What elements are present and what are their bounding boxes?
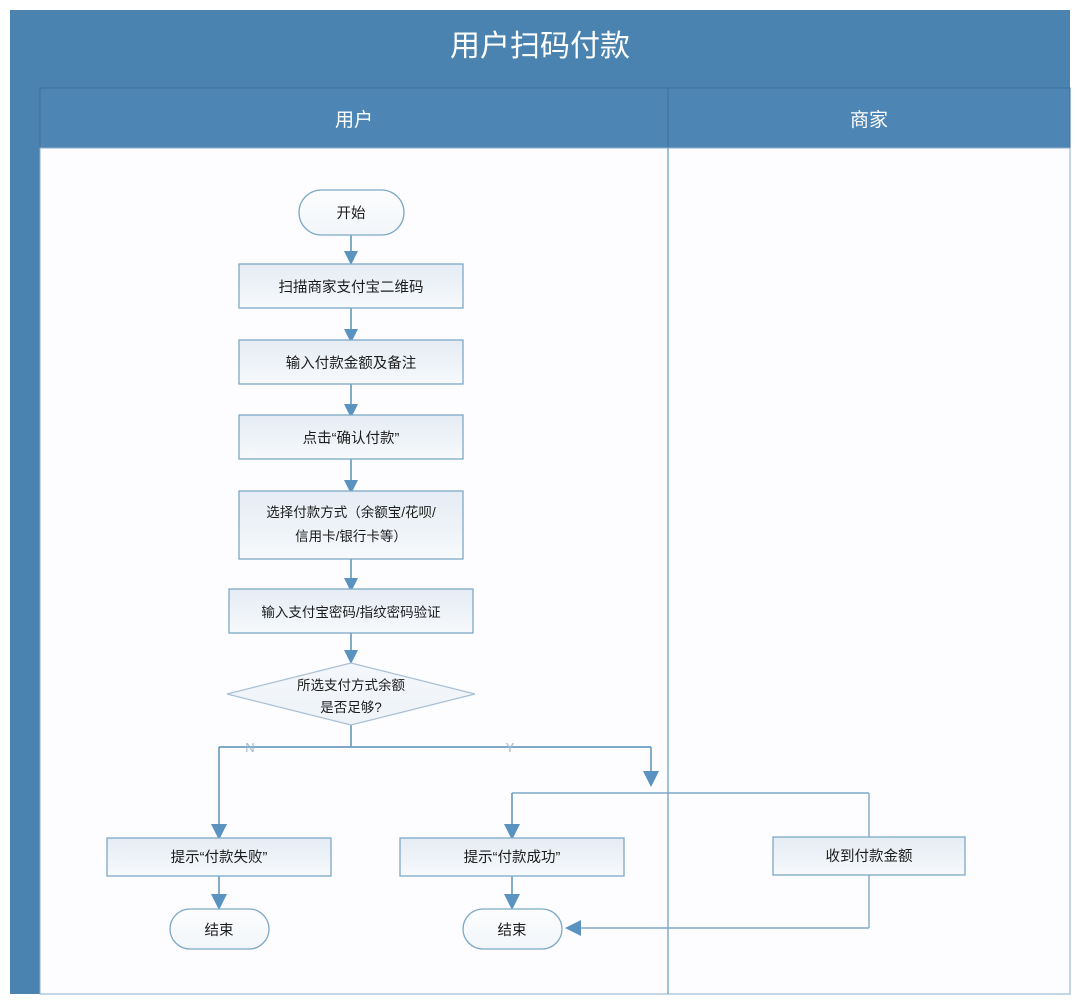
lane-label-merchant: 商家 bbox=[850, 109, 888, 131]
node-balance-decision-label-line1: 所选支付方式余额 bbox=[297, 677, 405, 693]
connector-decision-split bbox=[211, 725, 659, 840]
node-payment-failed-label: 提示“付款失败” bbox=[171, 849, 268, 866]
node-start-label: 开始 bbox=[337, 205, 366, 222]
node-scan-qr[interactable]: 扫描商家支付宝二维码 bbox=[238, 263, 464, 309]
connector-success-to-end bbox=[504, 876, 520, 910]
connector-method-to-password bbox=[344, 559, 358, 592]
node-end-fail[interactable]: 结束 bbox=[169, 908, 270, 950]
node-payment-success[interactable]: 提示“付款成功” bbox=[399, 837, 625, 877]
connector-password-to-decision bbox=[344, 632, 358, 664]
node-choose-method-label-line2: 信用卡/银行卡等） bbox=[295, 528, 407, 544]
node-end-fail-label: 结束 bbox=[205, 922, 234, 939]
diagram-title-bar bbox=[10, 10, 1070, 88]
lane-header-user bbox=[39, 87, 669, 149]
page-title: 用户扫码付款 bbox=[450, 30, 630, 63]
node-confirm-payment-label: 点击“确认付款” bbox=[303, 430, 400, 447]
node-start[interactable]: 开始 bbox=[298, 189, 405, 236]
connector-confirm-to-method bbox=[344, 459, 358, 494]
connector-amount-to-confirm bbox=[344, 383, 358, 418]
node-choose-method-label-line1: 选择付款方式（余额宝/花呗/ bbox=[266, 504, 436, 520]
node-scan-qr-label: 扫描商家支付宝二维码 bbox=[279, 279, 424, 296]
node-balance-decision[interactable]: 所选支付方式余额 是否足够? bbox=[226, 662, 476, 726]
node-confirm-payment[interactable]: 点击“确认付款” bbox=[238, 414, 464, 460]
node-enter-amount[interactable]: 输入付款金额及备注 bbox=[238, 339, 464, 385]
connector-scan-to-amount bbox=[344, 308, 358, 343]
node-end-success-label: 结束 bbox=[498, 922, 527, 939]
node-merchant-receive-label: 收到付款金额 bbox=[826, 848, 913, 865]
pool-side-band bbox=[10, 88, 40, 994]
node-enter-amount-label: 输入付款金额及备注 bbox=[286, 355, 417, 372]
branch-label-no: N bbox=[245, 740, 254, 755]
branch-label-yes: Y bbox=[506, 740, 515, 755]
lane-header-merchant bbox=[667, 87, 1071, 149]
connector-success-bus bbox=[504, 792, 870, 840]
connector-receive-to-end-success bbox=[565, 873, 870, 936]
connector-fail-to-end bbox=[211, 876, 227, 910]
node-merchant-receive[interactable]: 收到付款金额 bbox=[772, 836, 966, 876]
node-payment-success-label: 提示“付款成功” bbox=[464, 849, 561, 866]
connector-start-to-scan bbox=[344, 235, 358, 265]
node-end-success[interactable]: 结束 bbox=[462, 908, 563, 950]
lane-label-user: 用户 bbox=[335, 109, 373, 131]
node-password-verify[interactable]: 输入支付宝密码/指纹密码验证 bbox=[228, 588, 474, 634]
node-payment-failed[interactable]: 提示“付款失败” bbox=[106, 837, 332, 877]
node-password-verify-label: 输入支付宝密码/指纹密码验证 bbox=[261, 604, 440, 620]
node-choose-method[interactable]: 选择付款方式（余额宝/花呗/ 信用卡/银行卡等） bbox=[238, 490, 464, 560]
node-balance-decision-label-line2: 是否足够? bbox=[320, 700, 382, 715]
